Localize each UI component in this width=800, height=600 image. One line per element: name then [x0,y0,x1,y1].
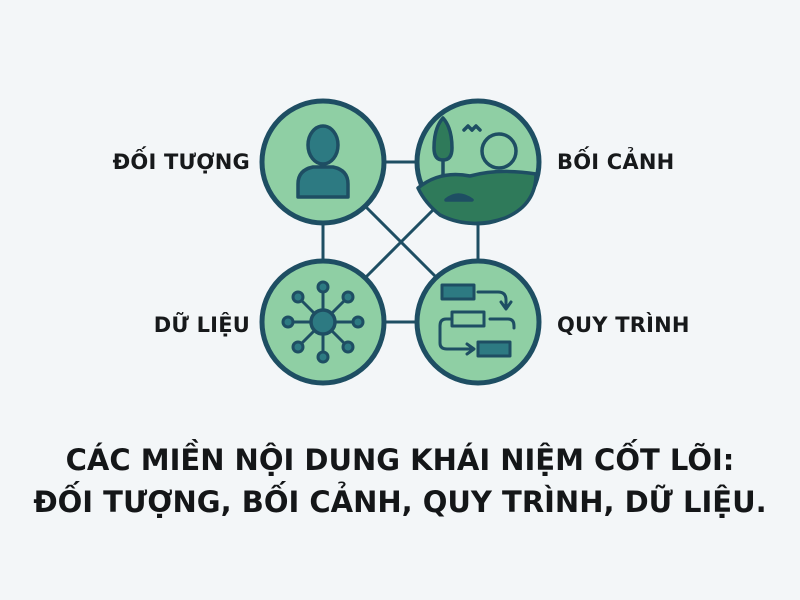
person-icon [296,124,350,199]
connector-diagonal-up [364,205,438,279]
node-data [259,258,387,386]
node-process [414,258,542,386]
caption-line-1: CÁC MIỀN NỘI DUNG KHÁI NIỆM CỐT LÕI: [65,443,735,477]
connector-lines [321,160,480,324]
node-context [414,98,542,226]
workflow-icon [438,283,516,358]
node-label-context: BỐI CẢNH [557,150,675,174]
node-label-data: DỮ LIỆU [153,313,250,337]
network-hub-icon [281,280,365,364]
caption-line-2: ĐỐI TƯỢNG, BỐI CẢNH, QUY TRÌNH, DỮ LIỆU. [33,485,767,519]
node-objects [259,98,387,226]
node-label-process: QUY TRÌNH [557,313,690,337]
node-label-objects: ĐỐI TƯỢNG [112,150,250,174]
landscape-icon [416,116,538,226]
